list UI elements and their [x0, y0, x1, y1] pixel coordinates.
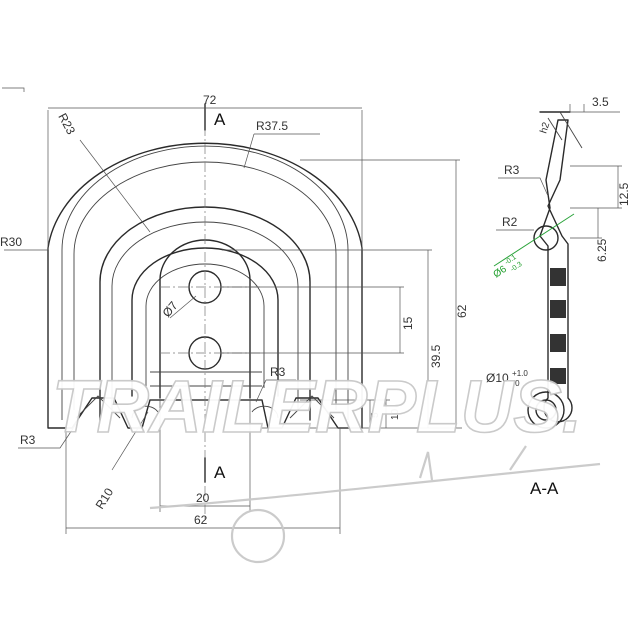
- section-view: [527, 111, 583, 429]
- dim-hole-spacing: 15: [401, 316, 415, 330]
- dim-small-10: 10: [390, 408, 401, 420]
- radius-r23: R23: [55, 111, 78, 137]
- dim-overall-width: 72: [203, 93, 217, 107]
- frame-corner: [2, 87, 25, 92]
- notch-right: [289, 395, 335, 419]
- section-loop-outer: [527, 391, 565, 429]
- watermark: TRAILERPLUS.: [51, 364, 601, 564]
- radius-r30: R30: [0, 235, 22, 249]
- dim-small-5: 5: [370, 412, 381, 418]
- hole-diameter-d10: Ø10 +1.0 0: [486, 365, 531, 388]
- dim-thickness: 3.5: [592, 95, 609, 109]
- d10-lower: 0: [515, 379, 520, 388]
- section-label-bottom: A: [214, 463, 226, 482]
- dim-h2: h2: [538, 121, 552, 135]
- d10-base: Ø10: [486, 371, 509, 385]
- section-loop-inner: [535, 399, 557, 421]
- hole-diameter-d6: Ø6 -0.1 -0.3: [489, 250, 525, 283]
- radius-r10: R10: [93, 485, 117, 511]
- notch-center-left: [131, 405, 159, 419]
- radius-r37-5: R37.5: [256, 119, 288, 133]
- hole-diameter-d7: Ø7: [160, 298, 181, 320]
- radius-r2-section: R2: [502, 215, 518, 229]
- d10-upper: +1.0: [512, 369, 528, 378]
- dim-height-hole: 39.5: [429, 344, 443, 368]
- watermark-ring: [230, 508, 286, 564]
- section-label-top: A: [214, 110, 226, 129]
- watermark-swoosh: [149, 462, 601, 510]
- watermark-text: TRAILERPLUS.: [52, 365, 582, 448]
- dim-side-6-25: 6.25: [595, 238, 609, 262]
- dim-bottom-width: 62: [194, 513, 208, 527]
- inner-opening-2: [145, 263, 265, 388]
- radius-r3-section: R3: [504, 163, 520, 177]
- outer-outline: [47, 142, 363, 429]
- section-marker-bottom: A: [204, 457, 226, 483]
- dim-side-12-5: 12.5: [617, 182, 631, 206]
- dim-slot-width: 20: [196, 491, 210, 505]
- radius-r3-left: R3: [20, 433, 36, 447]
- radius-r3-inner: R3: [270, 365, 286, 379]
- section-title: A-A: [530, 479, 559, 498]
- dim-height-total: 62: [455, 304, 469, 318]
- notch-left: [75, 395, 121, 419]
- notch-center-right: [251, 405, 279, 419]
- section-pivot: [533, 225, 559, 251]
